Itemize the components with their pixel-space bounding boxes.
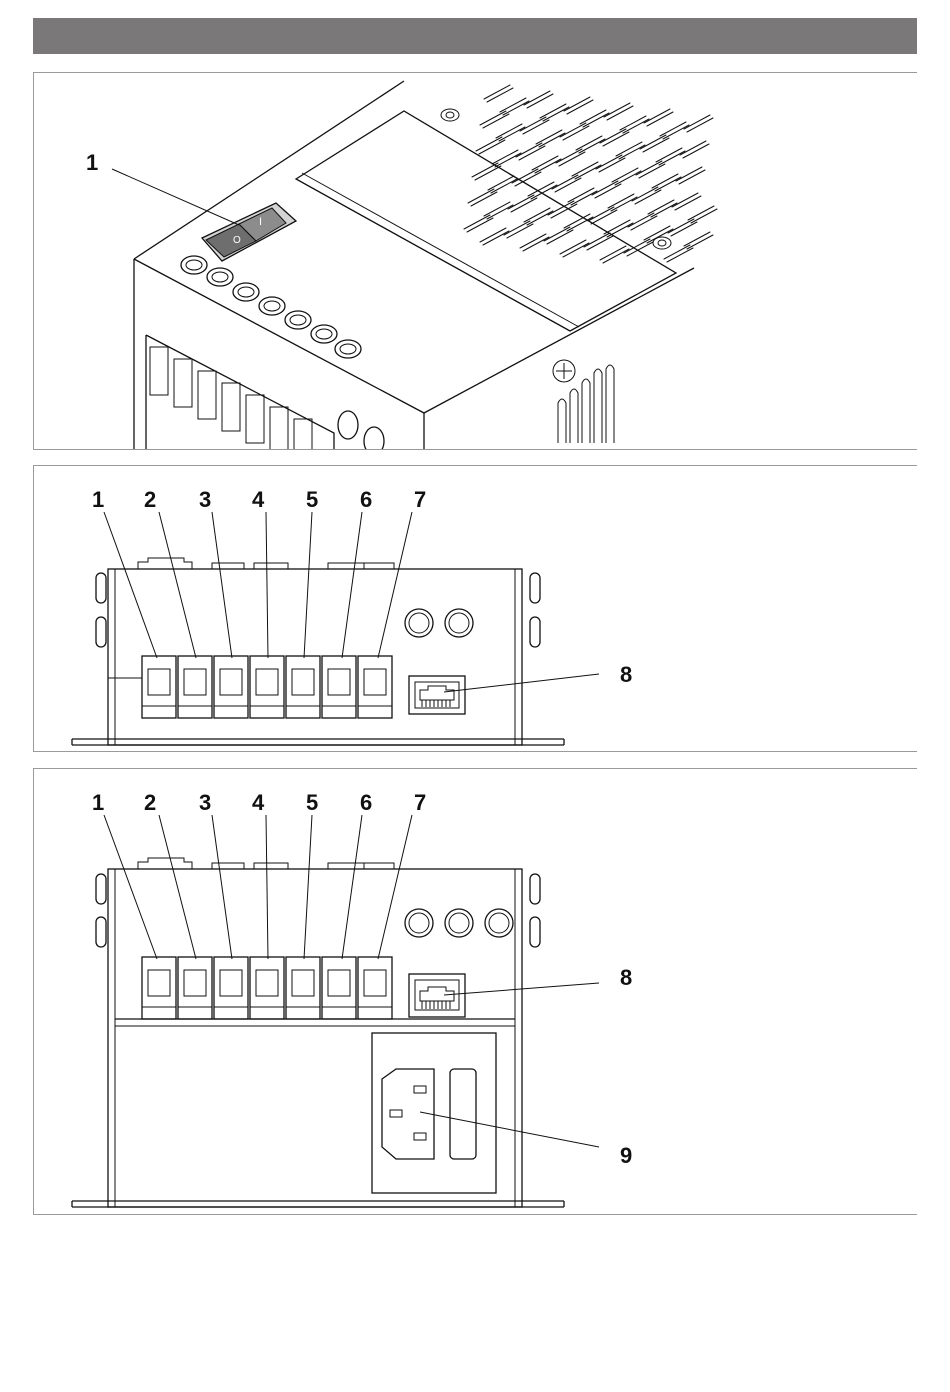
callout-label: 2: [144, 487, 156, 512]
callout-label: 7: [414, 487, 426, 512]
callout-label: 2: [144, 790, 156, 815]
switch-on-symbol: I: [259, 216, 262, 228]
led-indicators: [181, 256, 361, 358]
terminal-block: [214, 957, 248, 1019]
callout-label: 5: [306, 487, 318, 512]
callout-label: 4: [252, 790, 265, 815]
power-inlet: [372, 1033, 496, 1193]
terminal-screw-slot: [184, 970, 206, 996]
terminal-screw-slot: [292, 669, 314, 695]
vent-slots: [464, 85, 717, 263]
terminal-block: [178, 656, 212, 718]
callout-label: 6: [360, 487, 372, 512]
side-vents: [558, 365, 614, 443]
terminal-screw-slot: [256, 669, 278, 695]
led-indicators: [405, 609, 473, 637]
terminal-block: [250, 957, 284, 1019]
callout-label: 4: [252, 487, 265, 512]
terminal-screw-slot: [256, 970, 278, 996]
terminal-block: [322, 656, 356, 718]
terminal-screw-slot: [184, 669, 206, 695]
callout-label: 7: [414, 790, 426, 815]
terminal-block: [142, 656, 176, 718]
callout-label: 8: [620, 965, 632, 990]
terminal-blocks: [146, 335, 384, 450]
terminal-block: [358, 656, 392, 718]
terminal-screw-slot: [364, 970, 386, 996]
terminal-screw-slot: [328, 970, 350, 996]
terminal-screw-slot: [328, 669, 350, 695]
terminal-blocks: [142, 656, 392, 718]
header-bar: [33, 18, 917, 54]
terminal-block: [322, 957, 356, 1019]
device-front-drawing: 1 2 3 4 5 6 7 8: [34, 466, 917, 752]
led-indicators: [405, 909, 513, 937]
terminal-block: [142, 957, 176, 1019]
callout-label: 1: [92, 487, 104, 512]
callout-label: 1: [92, 790, 104, 815]
terminal-block: [214, 656, 248, 718]
callout-label: 5: [306, 790, 318, 815]
terminal-screw-slot: [220, 970, 242, 996]
terminal-screw-slot: [292, 970, 314, 996]
ethernet-port: [409, 676, 465, 714]
terminal-block: [250, 656, 284, 718]
callout-label: 9: [620, 1143, 632, 1168]
figure-front-view: 1 2 3 4 5 6 7 8: [33, 465, 917, 752]
callout-label: 3: [199, 790, 211, 815]
terminal-blocks: [142, 957, 392, 1019]
device-front-drawing-with-inlet: 1 2 3 4 5 6 7 8 9: [34, 769, 917, 1215]
device-perspective-drawing: I O 1: [34, 73, 917, 450]
terminal-screw-slot: [364, 669, 386, 695]
figure-front-view-with-inlet: 1 2 3 4 5 6 7 8 9: [33, 768, 917, 1215]
switch-off-symbol: O: [233, 235, 241, 246]
terminal-screw-slot: [220, 669, 242, 695]
callout-label: 1: [86, 150, 98, 175]
terminal-block: [286, 656, 320, 718]
callout-label: 6: [360, 790, 372, 815]
terminal-block: [286, 957, 320, 1019]
ethernet-port: [409, 974, 465, 1017]
callout-label: 3: [199, 487, 211, 512]
terminal-block: [358, 957, 392, 1019]
figure-top-view: I O 1: [33, 72, 917, 450]
terminal-screw-slot: [148, 669, 170, 695]
power-switch: I O: [202, 203, 296, 261]
terminal-block: [178, 957, 212, 1019]
terminal-screw-slot: [148, 970, 170, 996]
callout-label: 8: [620, 662, 632, 687]
